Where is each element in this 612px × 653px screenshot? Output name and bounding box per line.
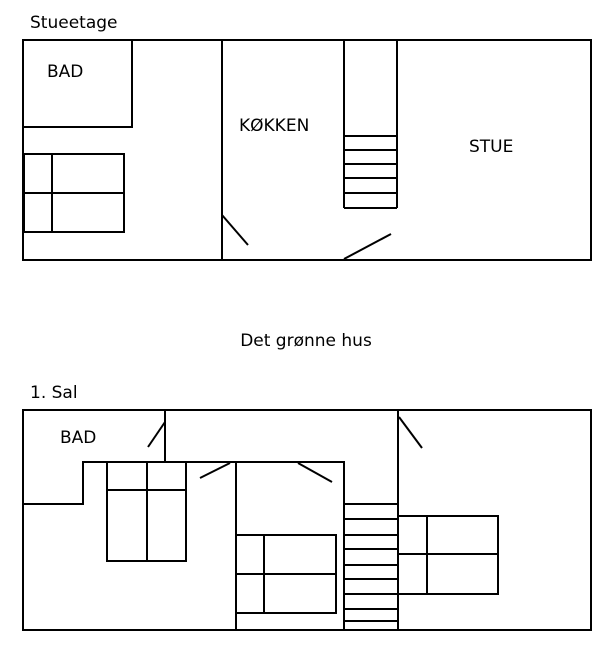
ground-floor-label: Stueetage (30, 13, 117, 33)
bathroom-label: BAD (47, 62, 83, 82)
bed (106, 461, 187, 562)
staircase (344, 503, 398, 622)
living-room-label: STUE (469, 137, 513, 157)
ground-floor-plan: Stueetage BAD KØKKEN STUE (22, 13, 592, 261)
house-title: Det grønne hus (240, 331, 372, 351)
bed (23, 153, 125, 233)
outer-wall (22, 409, 592, 631)
outer-wall (22, 39, 592, 261)
door (297, 462, 333, 483)
first-floor-plan: 1. Sal BAD (22, 383, 592, 631)
bathroom-label: BAD (60, 428, 96, 448)
bed (397, 515, 499, 595)
first-floor-label: 1. Sal (30, 383, 78, 403)
kitchen-label: KØKKEN (239, 116, 309, 136)
bathroom (22, 39, 133, 128)
bed (235, 534, 337, 614)
door (147, 421, 166, 448)
door (398, 416, 423, 449)
door (221, 214, 249, 246)
door (199, 462, 231, 479)
staircase (343, 40, 398, 209)
door (343, 233, 392, 260)
interior-wall (23, 461, 345, 630)
